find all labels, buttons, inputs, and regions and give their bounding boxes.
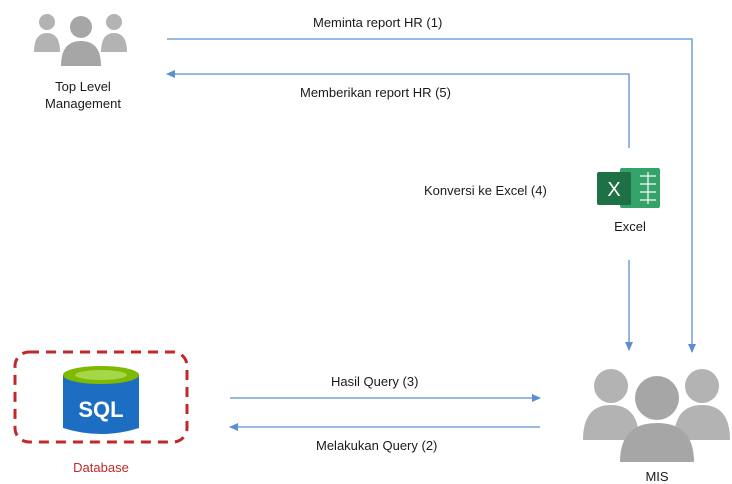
edge-label-do-query: Melakukan Query (2) xyxy=(316,438,438,453)
sql-icon-text: SQL xyxy=(78,397,123,422)
database-label: Database xyxy=(73,460,129,475)
edge-label-request-report: Meminta report HR (1) xyxy=(313,15,443,30)
edge-label-convert-excel: Konversi ke Excel (4) xyxy=(424,183,547,198)
top-level-label-line2: Management xyxy=(45,96,121,111)
arrow-give-report xyxy=(166,70,630,148)
top-level-people-icon xyxy=(34,14,127,66)
arrow-request-report xyxy=(167,38,696,353)
excel-icon: X xyxy=(597,168,660,208)
excel-label: Excel xyxy=(614,219,646,234)
mis-people-icon xyxy=(583,369,730,462)
mis-label: MIS xyxy=(645,469,669,484)
edge-label-query-result: Hasil Query (3) xyxy=(331,374,419,389)
edge-label-give-report: Memberikan report HR (5) xyxy=(300,85,451,100)
top-level-label-line1: Top Level xyxy=(55,79,111,94)
sql-database-icon: SQL xyxy=(63,366,139,434)
excel-icon-letter: X xyxy=(607,179,620,201)
top-level-label: Top Level Management xyxy=(28,78,138,112)
database-group-box xyxy=(13,350,189,444)
